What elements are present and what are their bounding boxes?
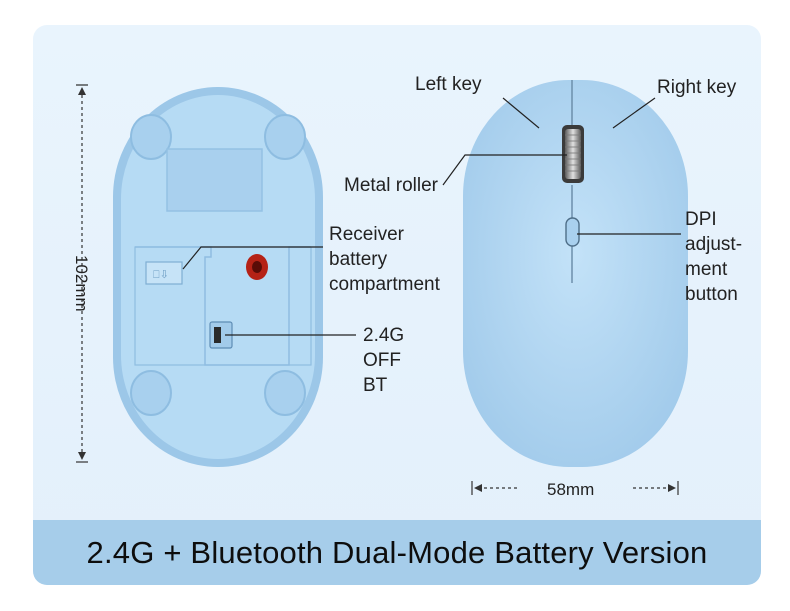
width-dimension-label: 58mm bbox=[547, 480, 595, 499]
receiver-label-line-1: Receiver bbox=[329, 224, 404, 245]
callout-lines-bottom bbox=[182, 246, 356, 336]
switch-label-off: OFF bbox=[363, 350, 401, 371]
mouse-illustration: ⎕⇩ bbox=[76, 80, 688, 495]
mouse-bottom-view: ⎕⇩ bbox=[113, 87, 323, 467]
title-banner: 2.4G + Bluetooth Dual-Mode Battery Versi… bbox=[33, 520, 761, 585]
receiver-label-line-2: battery bbox=[329, 249, 388, 270]
callout-lines-top bbox=[442, 97, 681, 235]
right-key-label: Right key bbox=[657, 77, 737, 98]
dpi-label-line-1: DPI bbox=[685, 209, 717, 230]
switch-label-2-4g: 2.4G bbox=[363, 325, 405, 346]
dpi-label-line-3: ment bbox=[685, 259, 728, 280]
metal-roller-label: Metal roller bbox=[344, 175, 438, 196]
banner-title: 2.4G + Bluetooth Dual-Mode Battery Versi… bbox=[86, 534, 708, 570]
dpi-label-line-2: adjust- bbox=[685, 234, 743, 255]
width-dimension-line bbox=[471, 481, 679, 495]
height-dimension-label: 102mm bbox=[72, 255, 91, 312]
mouse-top-view bbox=[463, 80, 688, 467]
svg-text:⎕⇩: ⎕⇩ bbox=[153, 268, 169, 281]
receiver-label-line-3: compartment bbox=[329, 274, 440, 295]
switch-label-bt: BT bbox=[363, 375, 388, 396]
dpi-label-line-4: button bbox=[685, 284, 738, 305]
height-dimension-line bbox=[76, 84, 88, 463]
left-key-label: Left key bbox=[415, 74, 482, 95]
product-panel: ⎕⇩ bbox=[33, 25, 761, 585]
